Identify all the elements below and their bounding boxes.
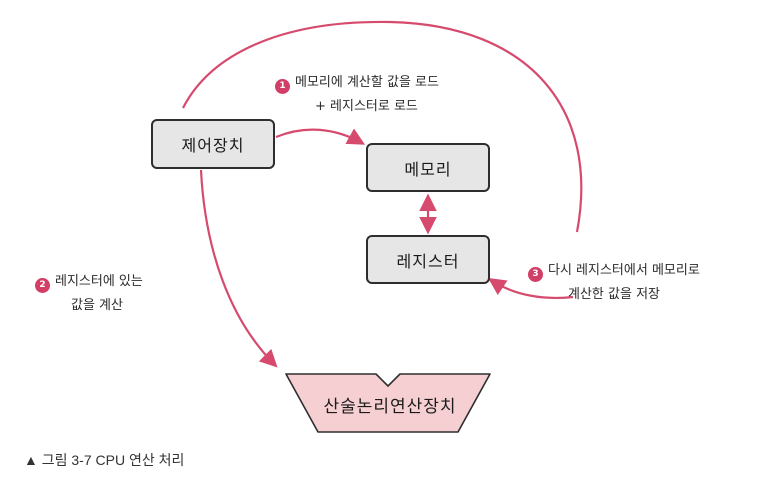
register-label: 레지스터 <box>396 251 460 271</box>
control-unit-box: 제어장치 <box>151 119 275 169</box>
arrow-control-to-alu <box>199 169 278 368</box>
step1-badge: 1 <box>275 78 290 94</box>
step3-badge: 3 <box>528 266 543 282</box>
register-box: 레지스터 <box>366 235 490 284</box>
figure-caption: ▲ 그림 3-7 CPU 연산 처리 <box>24 452 185 468</box>
memory-label: 메모리 <box>404 159 452 179</box>
step3-line2: 계산한 값을 저장 <box>568 287 660 302</box>
arc-register-to-control <box>182 20 583 233</box>
step2-badge: 2 <box>35 277 50 293</box>
memory-box: 메모리 <box>366 143 490 192</box>
step2-line2: 값을 계산 <box>71 298 123 313</box>
arrow-step3-to-register <box>488 278 574 300</box>
arrow-control-to-memory <box>275 128 366 145</box>
alu-shape <box>285 373 491 433</box>
control-unit-label: 제어장치 <box>181 136 245 155</box>
alu-label: 산술논리연산장치 <box>323 397 457 417</box>
step1-line2: + 레지스터로 로드 <box>315 99 418 114</box>
